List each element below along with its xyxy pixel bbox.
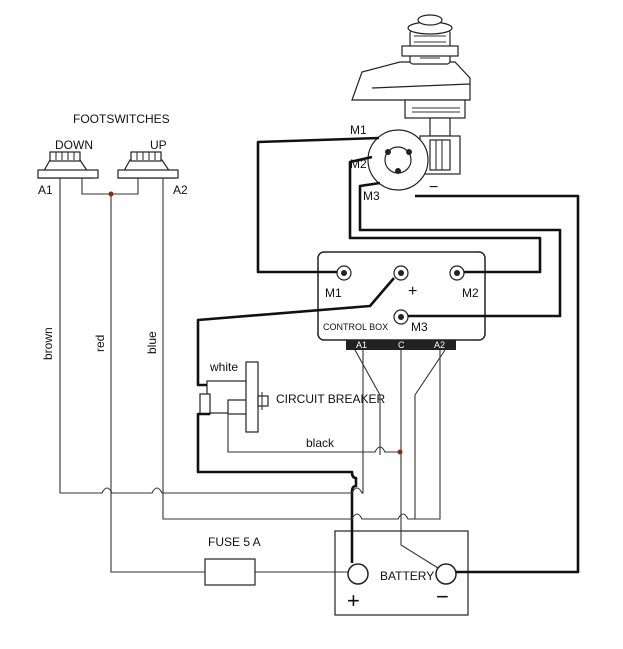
wire-label-red: red	[93, 335, 107, 352]
footswitch-up-label: UP	[150, 138, 167, 152]
wire-label-white: white	[209, 360, 238, 374]
wire-label-brown: brown	[41, 327, 55, 360]
footswitch-up	[117, 151, 179, 179]
wire-label-blue: blue	[145, 331, 159, 354]
fuse	[204, 558, 256, 586]
footswitch-a1-label: A1	[38, 183, 53, 197]
footswitch-a2-label: A2	[173, 183, 188, 197]
motor-label-minus: −	[429, 179, 438, 196]
control-box-m1-label: M1	[325, 286, 342, 300]
wire-label-black: black	[306, 436, 335, 450]
junction-dot-black	[397, 449, 403, 455]
circuit-breaker	[199, 361, 269, 433]
control-box-m2-label: M2	[462, 286, 479, 300]
control-box-title: CONTROL BOX	[323, 322, 388, 332]
footswitch-down-label: DOWN	[55, 138, 93, 152]
fuse-label: FUSE 5 A	[208, 535, 261, 549]
control-box-strip-a1: A1	[356, 340, 367, 350]
circuit-breaker-label: CIRCUIT BREAKER	[276, 392, 385, 406]
windlass-winch	[351, 14, 471, 191]
footswitch-down	[37, 151, 99, 179]
control-box-m3-label: M3	[411, 320, 428, 334]
motor-label-m3: M3	[363, 189, 380, 203]
control-box-strip-c: C	[398, 340, 405, 350]
control-box-plus-label: +	[408, 283, 417, 300]
control-box-strip-a2: A2	[434, 340, 445, 350]
junction-dot-footswitch	[108, 191, 114, 197]
battery-plus-label: +	[347, 588, 360, 613]
motor-label-m1: M1	[350, 123, 367, 137]
footswitches-title: FOOTSWITCHES	[73, 112, 170, 126]
power-wires	[196, 136, 580, 574]
battery-minus-label: −	[436, 584, 449, 609]
control-wires	[59, 178, 446, 573]
control-box	[317, 251, 486, 350]
battery-label: BATTERY	[380, 569, 434, 583]
